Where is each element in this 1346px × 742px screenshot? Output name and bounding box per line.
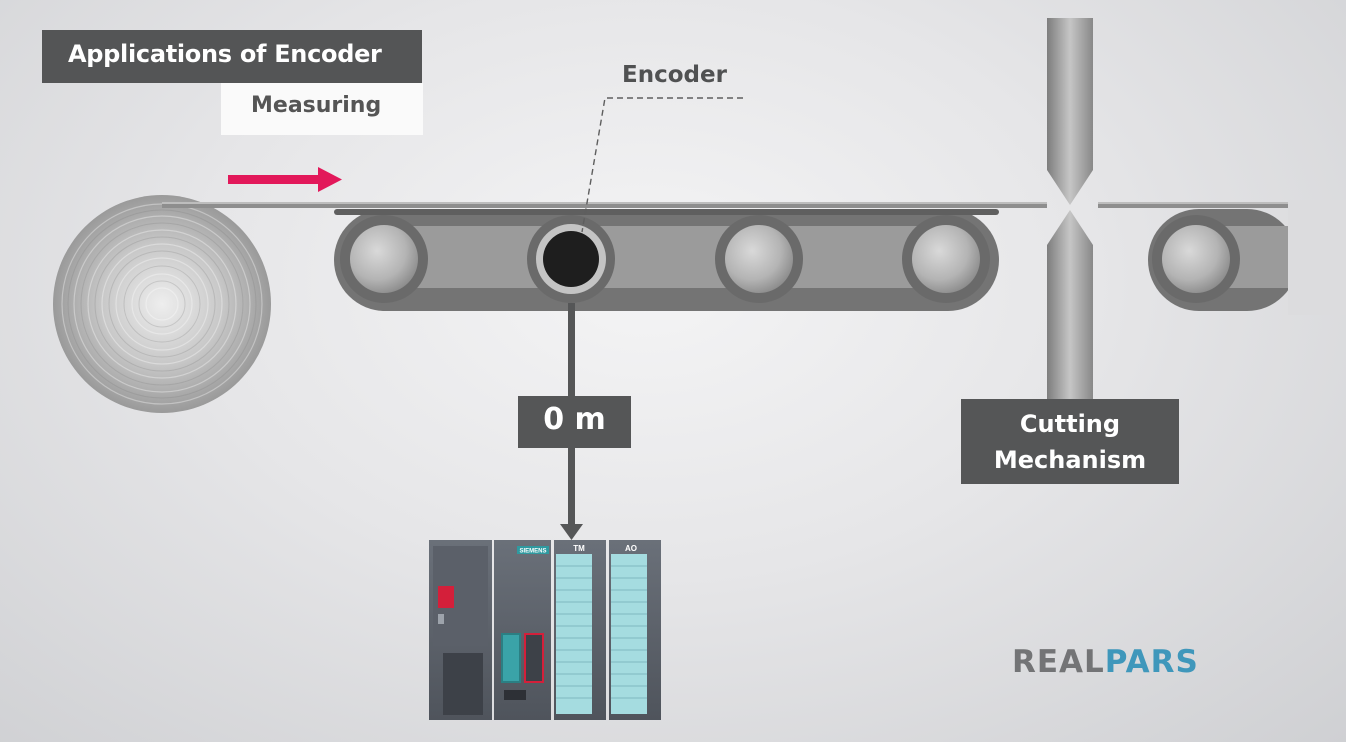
diagram-subtitle: Measuring xyxy=(221,83,423,135)
roller-icon xyxy=(340,215,428,303)
distance-readout: 0 m xyxy=(518,396,631,448)
conveyor-belt xyxy=(334,209,999,311)
encoder-wheel-icon xyxy=(527,215,615,303)
cutter-blade-icon xyxy=(1047,18,1093,400)
plc-module-tm-label: TM xyxy=(573,544,585,553)
plc-brand-text: SIEMENS xyxy=(519,549,546,555)
diagram-title: Applications of Encoder xyxy=(42,30,422,83)
roller-icon xyxy=(902,215,990,303)
roller-icon xyxy=(715,215,803,303)
material-roll-icon xyxy=(53,195,271,413)
roller-icon xyxy=(1152,215,1240,303)
edge-mask xyxy=(1288,200,1346,315)
plc-brand-badge xyxy=(517,546,549,554)
logo-part-pars: PARS xyxy=(1104,644,1199,680)
logo-part-real: REAL xyxy=(1012,644,1105,680)
plc-module-ao-label: AO xyxy=(625,544,637,553)
encoder-pointer-line xyxy=(581,97,743,233)
flow-direction-arrow-icon xyxy=(228,167,342,192)
cutting-mechanism-label: Cutting Mechanism xyxy=(961,399,1179,484)
encoder-label: Encoder xyxy=(622,62,727,88)
material-strip xyxy=(162,202,1288,208)
plc-icon: SIEMENS TM AO xyxy=(429,540,661,720)
realpars-logo: REALPARS xyxy=(1012,644,1199,680)
